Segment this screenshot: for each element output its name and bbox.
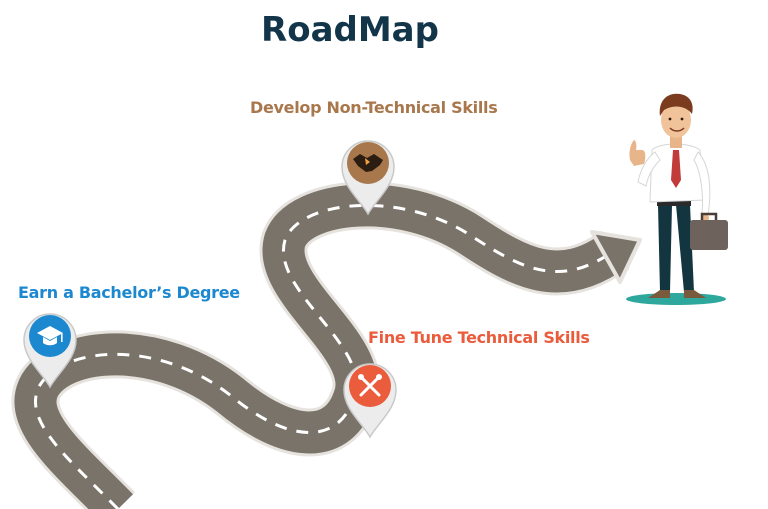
hair bbox=[659, 93, 693, 116]
tie bbox=[671, 150, 681, 188]
road-surface bbox=[14, 184, 628, 509]
ground-shadow bbox=[626, 293, 726, 305]
milestone-label-technical: Fine Tune Technical Skills bbox=[368, 328, 590, 347]
milestone-label-degree: Earn a Bachelor’s Degree bbox=[18, 283, 240, 302]
neck bbox=[670, 136, 682, 148]
milestone-label-non-technical: Develop Non-Technical Skills bbox=[250, 98, 498, 117]
briefcase bbox=[690, 220, 728, 250]
milestone-pin-technical bbox=[343, 363, 397, 439]
graduation-cap-icon bbox=[37, 326, 63, 346]
milestone-pin-degree bbox=[23, 313, 77, 389]
belt bbox=[657, 201, 691, 206]
businessman-thumbs-up-icon bbox=[626, 93, 728, 305]
page-title: RoadMap bbox=[261, 10, 439, 50]
shoe-left bbox=[648, 290, 670, 298]
handshake-icon bbox=[353, 154, 383, 172]
road-arrow-head bbox=[590, 230, 642, 284]
pants bbox=[658, 205, 672, 292]
briefcase-handle bbox=[700, 212, 718, 220]
thumbs-up-hand bbox=[629, 140, 646, 166]
road bbox=[11, 181, 642, 509]
eye-right bbox=[680, 117, 684, 121]
smile bbox=[669, 127, 685, 132]
shoe-right bbox=[684, 290, 706, 298]
milestone-pin-non-technical bbox=[341, 140, 395, 216]
wrench-screwdriver-icon bbox=[358, 374, 382, 397]
eye-left bbox=[668, 117, 672, 121]
pants-right bbox=[676, 205, 694, 292]
arm-left bbox=[637, 151, 661, 187]
